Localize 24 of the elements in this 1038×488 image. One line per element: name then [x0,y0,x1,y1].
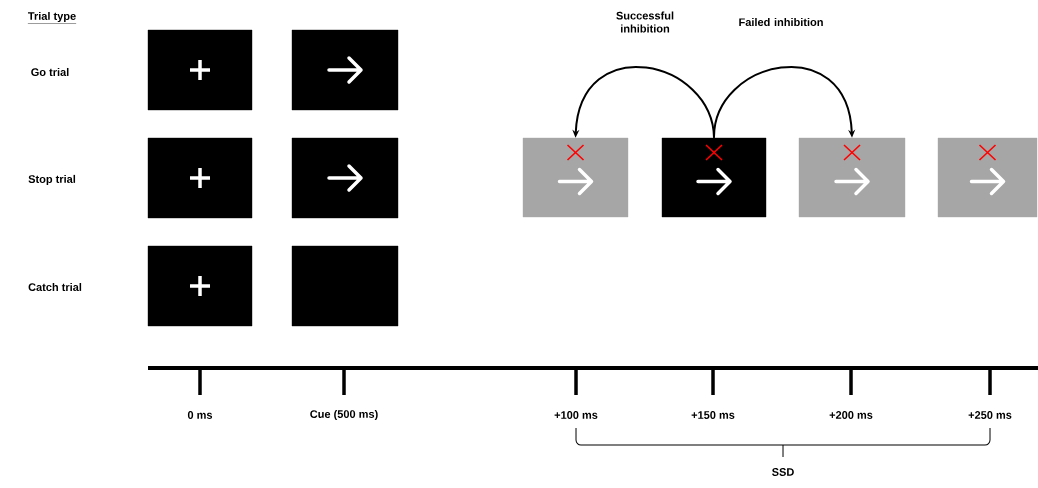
screen-box [147,29,253,111]
screen-box [937,137,1038,218]
screen-box [291,29,399,111]
curved-arrow [713,66,856,139]
tick-label: +100 ms [554,411,598,419]
row-label: Stop trial [28,174,76,186]
screen-box [147,245,253,327]
tick-label: 0 ms [187,411,213,419]
screen-box [291,245,399,327]
tick-label: Cue (500 ms) [310,409,378,421]
row-label: Go trial [31,67,69,77]
column-heading: Trial type [27,11,77,24]
edge-label: Failed inhibition [739,17,823,27]
tick-label: +250 ms [968,411,1012,419]
bracket-label: SSD [772,468,794,476]
row-label: Catch trial [28,282,82,292]
screen-box [147,137,253,219]
screen-box [522,137,629,218]
tick-label: +200 ms [829,411,873,419]
tick-label: +150 ms [691,411,735,419]
screen-box [661,137,767,218]
screen-box [291,137,399,219]
edge-label: Successful inhibition [616,11,674,33]
screen-box [798,137,906,218]
